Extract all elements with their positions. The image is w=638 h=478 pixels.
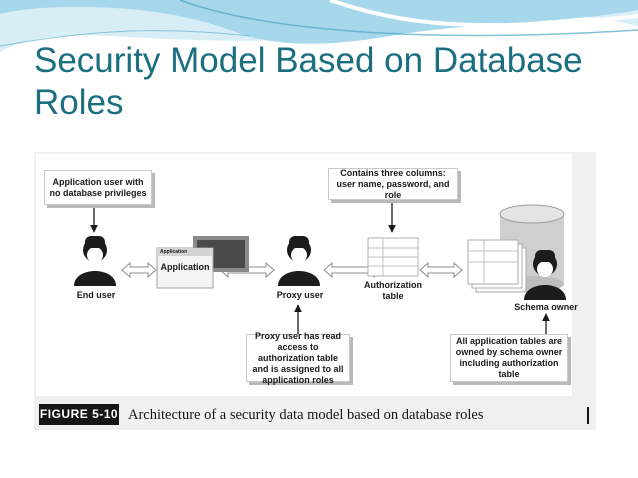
callout-owned-by-schema: All application tables are owned by sche… <box>450 334 568 382</box>
proxy-user-person-icon <box>278 236 320 286</box>
header-wave-mid <box>0 0 638 44</box>
label-end-user: End user <box>76 290 116 300</box>
double-arrow-end-user-application <box>121 261 157 279</box>
header-wave-thin-line <box>0 30 251 47</box>
figure-tag: FIGURE 5-10 <box>39 404 119 425</box>
authorization-table-icon <box>367 237 419 277</box>
callout-proxy-access: Proxy user has read access to authorizat… <box>246 331 350 385</box>
label-authorization-table: Authorization table <box>364 280 422 301</box>
double-arrow-authorization-schema <box>419 261 463 279</box>
slide-title: Security Model Based on Database Roles <box>34 41 583 122</box>
application-window-icon <box>156 236 249 289</box>
application-tables-stack-icon <box>467 239 527 293</box>
callout-application-user: Application user with no database privil… <box>44 170 152 205</box>
schema-owner-person-icon <box>524 250 566 300</box>
end-user-person-icon <box>74 236 116 286</box>
callout-contains-columns: Contains three columns: user name, passw… <box>328 168 458 200</box>
label-schema-owner: Schema owner <box>514 302 578 312</box>
header-wave-swoosh <box>329 0 638 28</box>
figure-caption: Architecture of a security data model ba… <box>128 407 484 423</box>
label-application: Application <box>160 262 210 272</box>
label-proxy-user: Proxy user <box>276 290 324 300</box>
header-wave-dark-line <box>179 0 638 37</box>
caption-end-bar <box>587 407 589 424</box>
label-application-window-tab: Application <box>160 249 188 255</box>
